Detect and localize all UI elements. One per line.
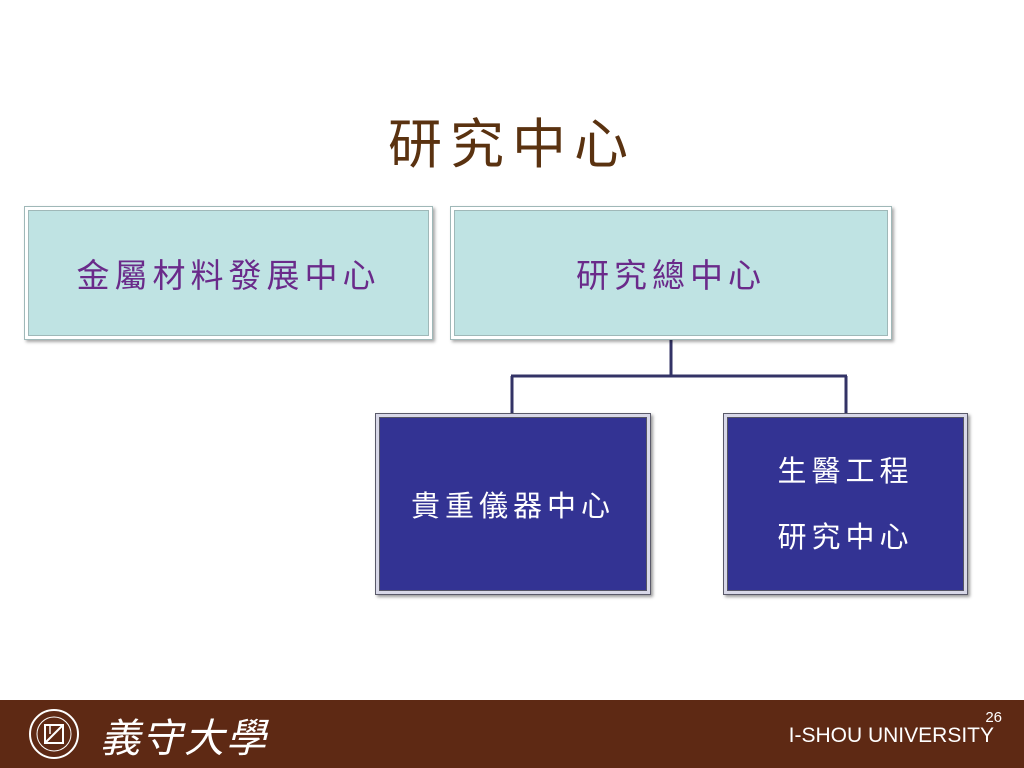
university-seal-icon xyxy=(29,709,79,759)
node-metal-materials-center: 金屬材料發展中心 xyxy=(24,206,433,340)
node-label: 貴重儀器中心 xyxy=(410,489,615,523)
node-label-line: 生醫工程 xyxy=(777,454,914,488)
node-instrument-center: 貴重儀器中心 xyxy=(375,413,651,595)
footer-bar: 義守大學 I-SHOU UNIVERSITY 26 xyxy=(0,700,1024,768)
node-general-research-center: 研究總中心 xyxy=(450,206,892,340)
university-logo-english: I-SHOU UNIVERSITY xyxy=(788,724,994,747)
node-label: 生醫工程 研究中心 xyxy=(777,438,913,570)
university-logo-chinese: 義守大學 xyxy=(100,716,268,762)
node-label: 金屬材料發展中心 xyxy=(76,256,381,295)
node-biomedical-engineering-center: 生醫工程 研究中心 xyxy=(723,413,968,595)
node-label: 研究總中心 xyxy=(576,256,766,295)
slide-title: 研究中心 xyxy=(388,113,636,176)
page-number: 26 xyxy=(985,709,1002,726)
node-label-line: 研究中心 xyxy=(777,520,914,554)
